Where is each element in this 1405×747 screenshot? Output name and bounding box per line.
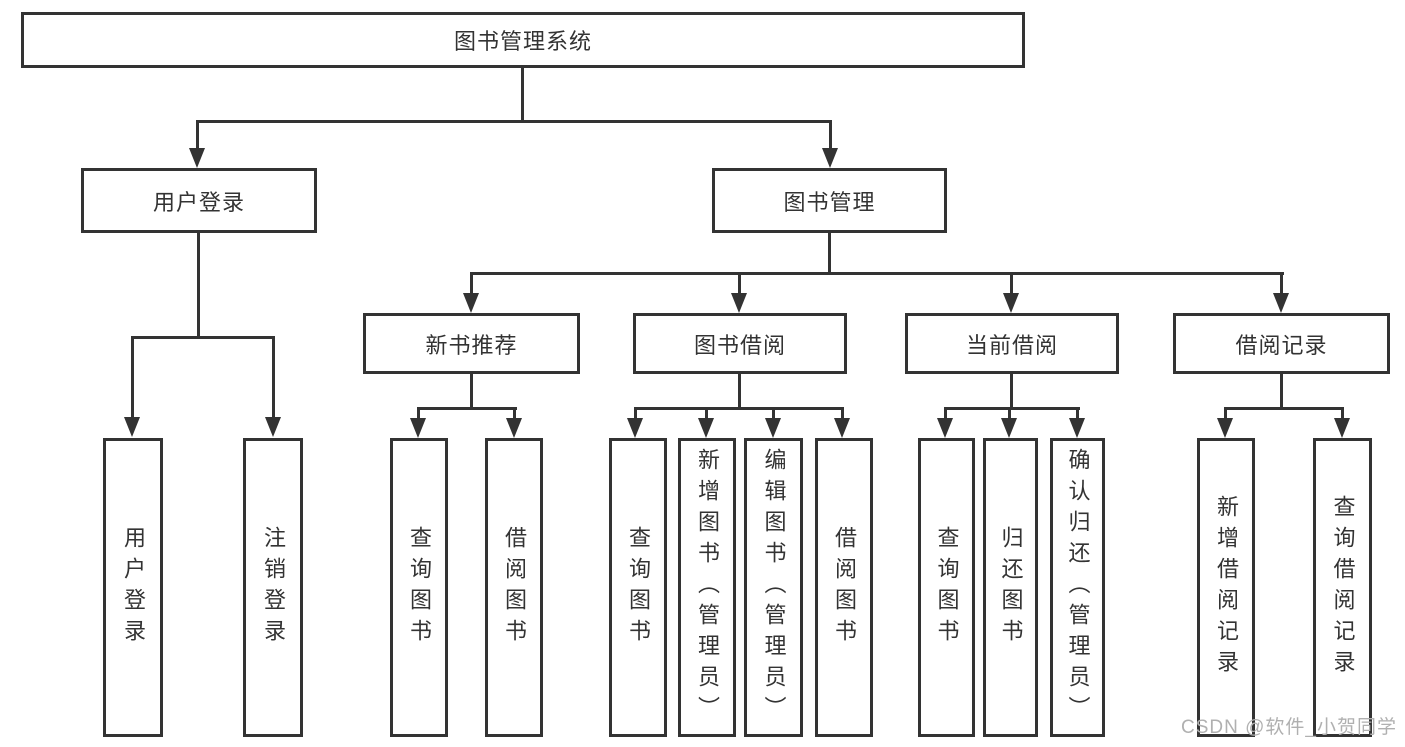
leaf-add-books-admin: 新增图书（管理员） xyxy=(678,438,736,737)
connector-root-stem xyxy=(521,68,524,120)
arrowhead-down-icon xyxy=(731,293,747,313)
arrowhead-down-icon xyxy=(1003,293,1019,313)
node-user-login: 用户登录 xyxy=(81,168,317,233)
node-borrow-records: 借阅记录 xyxy=(1173,313,1390,374)
connector-drop xyxy=(1341,407,1344,423)
leaf-query-books-1: 查询图书 xyxy=(390,438,448,737)
arrowhead-down-icon xyxy=(1069,418,1085,438)
node-root-label: 图书管理系统 xyxy=(453,29,592,54)
arrowhead-down-icon xyxy=(1217,418,1233,438)
connector-drop xyxy=(1008,407,1011,423)
leaf-add-borrow-record: 新增借阅记录 xyxy=(1197,438,1255,737)
node-user-login-label: 用户登录 xyxy=(152,189,245,215)
connector-userlogin-bar xyxy=(131,336,275,339)
arrowhead-down-icon xyxy=(1001,418,1017,438)
arrowhead-down-icon xyxy=(189,148,205,168)
connector-drop xyxy=(1010,272,1013,296)
leaf-logout: 注销登录 xyxy=(243,438,303,737)
leaf-borrow-books-1-label: 借阅图书 xyxy=(502,525,527,650)
connector-bookmgmt-bar xyxy=(470,272,1284,275)
leaf-query-books-2: 查询图书 xyxy=(609,438,667,737)
leaf-query-books-2-label: 查询图书 xyxy=(626,525,651,650)
connector-drop xyxy=(772,407,775,423)
arrowhead-down-icon xyxy=(822,148,838,168)
arrowhead-down-icon xyxy=(1334,418,1350,438)
connector-drop xyxy=(131,336,134,420)
leaf-user-login: 用户登录 xyxy=(103,438,163,737)
arrowhead-down-icon xyxy=(937,418,953,438)
connector-drop xyxy=(634,407,637,423)
arrowhead-down-icon xyxy=(265,417,281,437)
node-book-management-label: 图书管理 xyxy=(783,189,876,215)
leaf-borrow-books-2: 借阅图书 xyxy=(815,438,873,737)
leaf-user-login-label: 用户登录 xyxy=(121,525,146,650)
arrowhead-down-icon xyxy=(410,418,426,438)
leaf-confirm-return-admin-label: 确认归还（管理员） xyxy=(1065,448,1091,727)
connector-drop xyxy=(705,407,708,423)
connector-borrowrecords-stem xyxy=(1280,374,1283,410)
leaf-query-books-3-label: 查询图书 xyxy=(934,525,960,650)
arrowhead-down-icon xyxy=(698,418,714,438)
arrowhead-down-icon xyxy=(506,418,522,438)
leaf-logout-label: 注销登录 xyxy=(261,525,286,650)
leaf-return-books-label: 归还图书 xyxy=(998,525,1024,650)
leaf-query-books-3: 查询图书 xyxy=(918,438,975,737)
leaf-query-borrow-record: 查询借阅记录 xyxy=(1313,438,1372,737)
connector-currentborrow-bar xyxy=(944,407,1080,410)
connector-newbook-stem xyxy=(470,374,473,410)
leaf-add-books-admin-label: 新增图书（管理员） xyxy=(695,448,720,727)
arrowhead-down-icon xyxy=(1273,293,1289,313)
node-current-borrow: 当前借阅 xyxy=(905,313,1119,374)
leaf-query-borrow-record-label: 查询借阅记录 xyxy=(1330,494,1356,681)
connector-drop xyxy=(196,120,199,150)
node-current-borrow-label: 当前借阅 xyxy=(965,332,1058,358)
connector-root-bar xyxy=(196,120,832,123)
connector-newbook-bar xyxy=(417,407,517,410)
connector-borrowrecords-bar xyxy=(1224,407,1344,410)
leaf-borrow-books-1: 借阅图书 xyxy=(485,438,543,737)
leaf-edit-books-admin-label: 编辑图书（管理员） xyxy=(761,448,787,727)
leaf-return-books: 归还图书 xyxy=(983,438,1038,737)
connector-drop xyxy=(1224,407,1227,423)
leaf-add-borrow-record-label: 新增借阅记录 xyxy=(1214,494,1239,681)
node-new-book-recommend: 新书推荐 xyxy=(363,313,580,374)
connector-drop xyxy=(944,407,947,423)
arrowhead-down-icon xyxy=(765,418,781,438)
node-book-borrow-label: 图书借阅 xyxy=(693,332,786,358)
leaf-query-books-1-label: 查询图书 xyxy=(407,525,432,650)
connector-drop xyxy=(738,272,741,296)
connector-drop xyxy=(470,272,473,296)
leaf-confirm-return-admin: 确认归还（管理员） xyxy=(1050,438,1105,737)
connector-userlogin-stem xyxy=(197,233,200,339)
connector-drop xyxy=(272,336,275,420)
leaf-borrow-books-2-label: 借阅图书 xyxy=(832,525,857,650)
leaf-edit-books-admin: 编辑图书（管理员） xyxy=(744,438,803,737)
connector-drop xyxy=(513,407,516,423)
connector-drop xyxy=(1076,407,1079,423)
arrowhead-down-icon xyxy=(463,293,479,313)
node-book-borrow: 图书借阅 xyxy=(633,313,847,374)
connector-drop xyxy=(841,407,844,423)
arrowhead-down-icon xyxy=(627,418,643,438)
connector-drop xyxy=(1280,272,1283,296)
csdn-watermark: CSDN @软件_小贺同学 xyxy=(1181,717,1397,738)
node-new-book-recommend-label: 新书推荐 xyxy=(425,332,518,358)
arrowhead-down-icon xyxy=(124,417,140,437)
connector-bookborrow-bar xyxy=(634,407,844,410)
node-book-management: 图书管理 xyxy=(712,168,947,233)
arrowhead-down-icon xyxy=(834,418,850,438)
node-root: 图书管理系统 xyxy=(21,12,1025,68)
connector-bookmgmt-stem xyxy=(828,233,831,275)
connector-drop xyxy=(417,407,420,423)
connector-currentborrow-stem xyxy=(1010,374,1013,410)
connector-drop xyxy=(829,120,832,150)
node-borrow-records-label: 借阅记录 xyxy=(1235,332,1328,358)
connector-bookborrow-stem xyxy=(738,374,741,410)
